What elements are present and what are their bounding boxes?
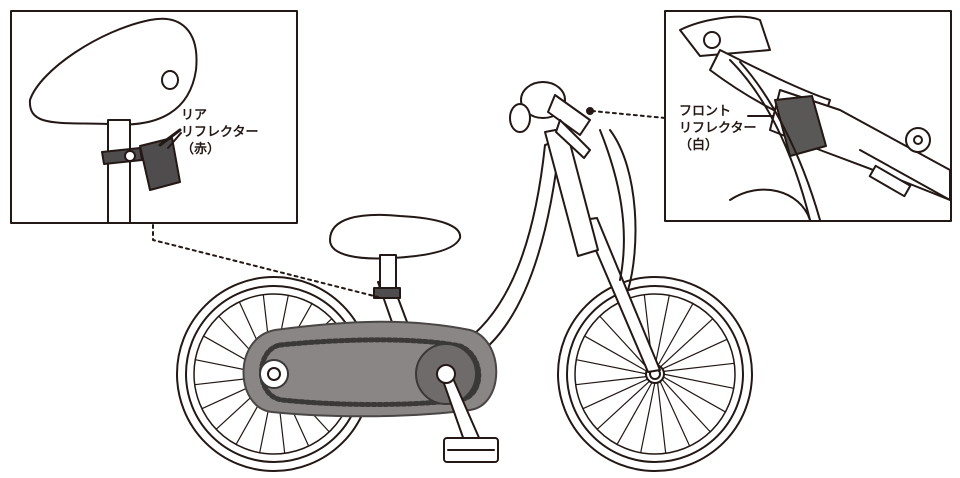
rear-label-line-3: （赤） — [181, 141, 258, 158]
front-reflector-label: フロント リフレクター （白） — [679, 103, 756, 154]
front-leader-line — [592, 111, 665, 118]
rear-reflector-label: リア リフレクター （赤） — [181, 107, 258, 158]
saddle — [330, 215, 460, 298]
front-label-line-3: （白） — [679, 137, 756, 154]
front-wheel — [558, 277, 752, 471]
rear-label-line-2: リフレクター — [181, 124, 258, 141]
front-label-line-1: フロント — [679, 103, 756, 120]
rear-label-line-1: リア — [181, 107, 258, 124]
front-label-line-2: リフレクター — [679, 120, 756, 137]
